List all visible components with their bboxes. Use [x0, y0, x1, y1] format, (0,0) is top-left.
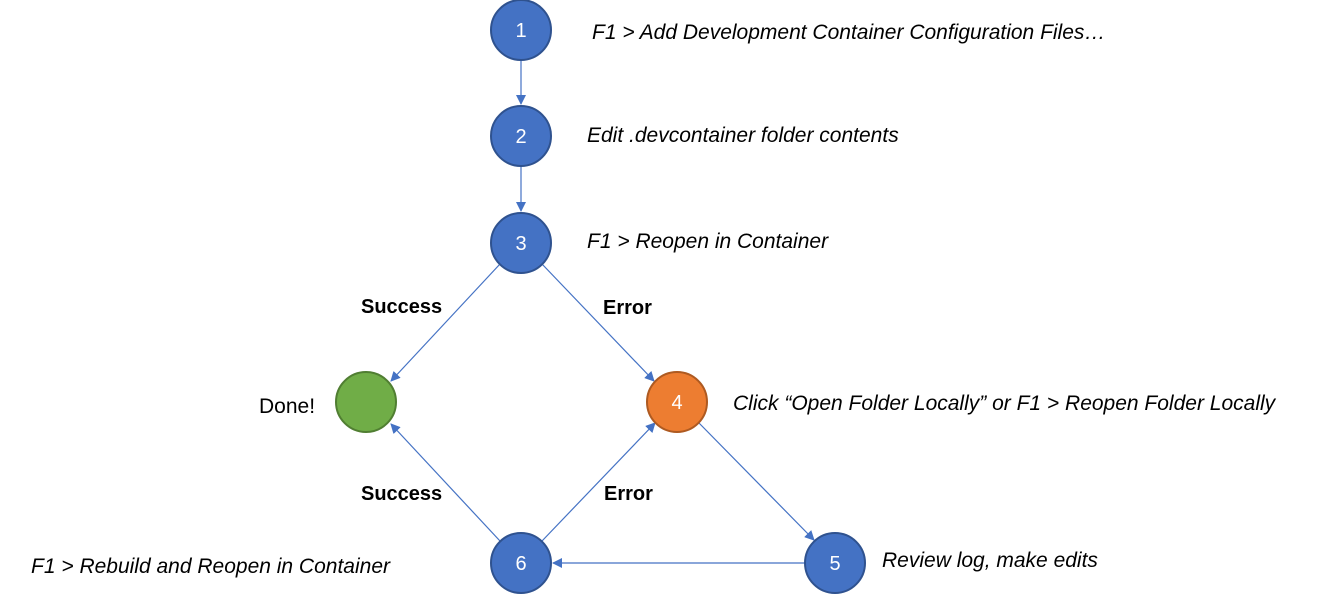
node-3-circle: [490, 212, 552, 274]
edge-label-error-top: Error: [603, 297, 652, 319]
node-done-circle: [335, 371, 397, 433]
node-1-label: 1: [515, 20, 526, 42]
node-2: 2: [490, 105, 552, 167]
edge-3-to-done: [390, 263, 501, 382]
step-1-label: F1 > Add Development Container Configura…: [592, 21, 1105, 44]
node-4: 4: [646, 371, 708, 433]
edge-4-to-5: [698, 422, 815, 541]
step-6-label: F1 > Rebuild and Reopen in Container: [31, 555, 391, 578]
edge-label-error-bottom: Error: [604, 483, 653, 505]
edge-label-success-bottom: Success: [361, 483, 442, 505]
step-4-label: Click “Open Folder Locally” or F1 > Reop…: [733, 392, 1277, 415]
edge-label-success-top: Success: [361, 296, 442, 318]
edge-3-to-4: [541, 263, 655, 382]
node-1: 1: [490, 0, 552, 61]
node-3: 3: [490, 212, 552, 274]
node-3-label: 3: [515, 233, 526, 255]
node-5-label: 5: [829, 553, 840, 575]
node-6: 6: [490, 532, 552, 594]
node-5: 5: [804, 532, 866, 594]
edges: [390, 60, 815, 568]
step-3-label: F1 > Reopen in Container: [587, 230, 829, 253]
node-done: [335, 371, 397, 433]
node-5-circle: [804, 532, 866, 594]
done-label: Done!: [259, 395, 315, 418]
node-1-circle: [490, 0, 552, 61]
node-4-circle: [646, 371, 708, 433]
step-5-label: Review log, make edits: [882, 549, 1098, 572]
node-6-circle: [490, 532, 552, 594]
edge-6-to-done: [390, 423, 501, 542]
edge-6-to-4: [541, 422, 656, 542]
node-2-circle: [490, 105, 552, 167]
step-2-label: Edit .devcontainer folder contents: [587, 124, 899, 147]
node-6-label: 6: [515, 553, 526, 575]
node-2-label: 2: [515, 126, 526, 148]
node-4-label: 4: [671, 392, 682, 414]
